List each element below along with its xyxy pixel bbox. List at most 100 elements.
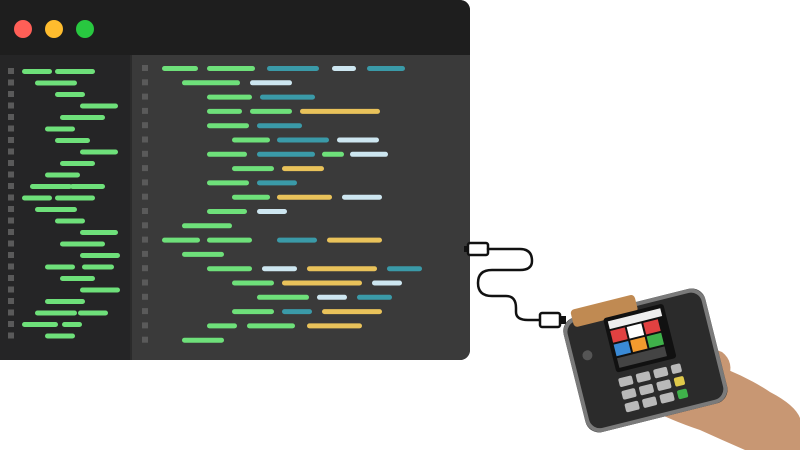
editor-code-token [257, 209, 287, 214]
editor-code-token [300, 108, 380, 114]
editor-code-token [162, 66, 198, 71]
sidebar-gutter-marker [8, 263, 14, 270]
editor-code-token [207, 209, 247, 214]
sidebar-code-line [60, 161, 95, 166]
sidebar-code-line [45, 172, 80, 178]
sidebar-code-line [60, 241, 105, 247]
maximize-dot-icon[interactable] [76, 20, 94, 38]
sidebar-code-line [45, 264, 75, 270]
sidebar-gutter-marker [8, 309, 14, 316]
sidebar-code-line [80, 287, 120, 293]
sidebar-code-line [22, 195, 52, 201]
editor-code-token [350, 151, 388, 157]
editor-code-token [250, 80, 292, 86]
editor-code-token [282, 280, 362, 286]
sidebar-code-line [80, 253, 120, 258]
minimize-dot-icon[interactable] [45, 20, 63, 38]
editor-line-number-marker [142, 107, 148, 114]
editor-code-token [387, 266, 422, 272]
editor-code-token [262, 266, 297, 272]
editor-code-token [207, 266, 252, 272]
sidebar-gutter-marker [8, 79, 14, 86]
sidebar-code-line [45, 299, 85, 304]
editor-code-token [207, 108, 242, 114]
sidebar-code-line [80, 230, 118, 235]
sidebar-code-line [80, 103, 118, 109]
sidebar-gutter-marker [8, 321, 14, 327]
editor-line-number-marker [142, 336, 148, 343]
sidebar-pane [0, 55, 130, 360]
editor-code-lines [142, 65, 422, 343]
sidebar-code-line [80, 149, 118, 155]
sidebar-gutter-marker [8, 171, 14, 178]
editor-code-token [207, 237, 252, 243]
editor-code-token [232, 280, 274, 286]
editor-line-number-marker [142, 222, 148, 229]
editor-code-token [282, 166, 324, 172]
sidebar-gutter-marker [8, 229, 14, 235]
sidebar-gutter-marker [8, 240, 14, 247]
payment-terminal-icon [563, 288, 728, 433]
editor-line-number-marker [142, 293, 148, 300]
editor-code-token [207, 123, 249, 129]
editor-code-token [307, 323, 362, 329]
sidebar-gutter-marker [8, 217, 14, 224]
sidebar-code-line [45, 333, 75, 339]
sidebar-code-line [55, 218, 85, 224]
editor-code-token [232, 166, 274, 172]
editor-code-token [277, 194, 332, 200]
editor-code-token [182, 337, 224, 343]
sidebar-gutter-marker [8, 298, 14, 304]
sidebar-code-line [35, 207, 77, 212]
editor-line-number-marker [142, 250, 148, 257]
editor-code-token [372, 280, 402, 286]
editor-code-token [327, 237, 382, 243]
editor-code-token [232, 137, 270, 143]
sidebar-code-line [55, 138, 90, 143]
sidebar-code-line [35, 80, 77, 86]
editor-code-token [207, 180, 249, 186]
sidebar-gutter-marker [8, 194, 14, 201]
editor-line-number-marker [142, 208, 148, 214]
editor-code-token [277, 237, 317, 243]
editor-code-token [257, 123, 302, 129]
sidebar-code-line [60, 115, 105, 120]
editor-code-token [307, 266, 377, 272]
sidebar-code-lines [8, 68, 120, 339]
editor-code-token [317, 294, 347, 300]
editor-code-token [207, 323, 237, 329]
editor-code-token [232, 194, 270, 200]
editor-code-token [207, 151, 247, 157]
sidebar-gutter-marker [8, 137, 14, 143]
close-dot-icon[interactable] [14, 20, 32, 38]
editor-code-token [322, 151, 344, 157]
editor-line-number-marker [142, 279, 148, 286]
sidebar-code-line [60, 276, 95, 281]
sidebar-code-line [55, 92, 85, 97]
editor-code-token [182, 80, 240, 86]
sidebar-gutter-marker [8, 286, 14, 293]
editor-code-token [162, 237, 200, 243]
editor-code-token [342, 194, 382, 200]
editor-pane [132, 55, 470, 360]
editor-code-token [182, 251, 224, 257]
editor-line-number-marker [142, 308, 148, 315]
sidebar-code-line [82, 264, 114, 270]
editor-line-number-marker [142, 165, 148, 172]
sidebar-gutter-marker [8, 125, 14, 132]
usb-cable-icon [464, 241, 566, 329]
editor-code-token [257, 151, 315, 157]
editor-code-token [267, 66, 319, 71]
sidebar-gutter-marker [8, 68, 14, 74]
editor-code-token [257, 180, 297, 186]
sidebar-code-line [78, 310, 108, 316]
editor-code-token [337, 137, 379, 143]
editor-code-token [367, 66, 405, 71]
editor-line-number-marker [142, 236, 148, 243]
sidebar-code-line [55, 69, 95, 74]
sidebar-code-line [22, 69, 52, 74]
editor-code-token [250, 108, 292, 114]
editor-code-token [247, 323, 295, 329]
sidebar-code-line [62, 322, 82, 327]
